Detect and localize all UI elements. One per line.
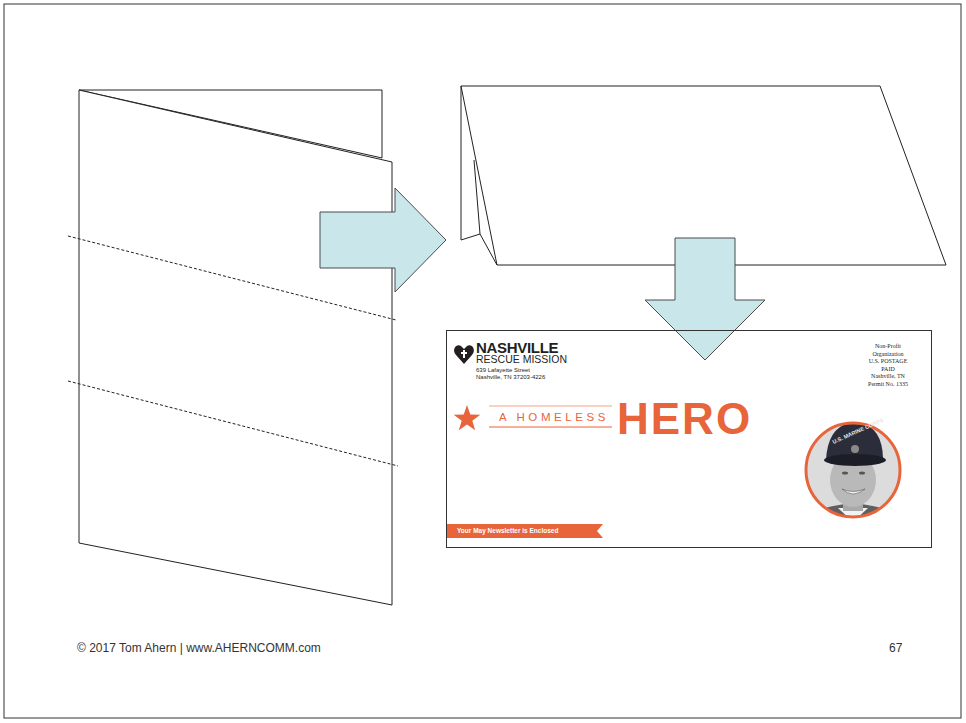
- postage-indicia: Nashville, TN: [845, 373, 931, 379]
- postage-indicia: PAID: [845, 366, 931, 372]
- fold-line: [68, 381, 398, 466]
- copyright-footer: © 2017 Tom Ahern | www.AHERNCOMM.com: [77, 642, 321, 654]
- return-address: 639 Lafayette Street: [476, 367, 530, 373]
- return-address: Nashville, TN 37203-4226: [476, 374, 545, 380]
- logo-heart: [454, 345, 474, 364]
- star-icon: [454, 405, 481, 430]
- block-arrow: [645, 238, 765, 360]
- slide-border: [4, 4, 961, 718]
- rule-line: [489, 406, 612, 407]
- postage-indicia: Non-Profit: [845, 343, 931, 349]
- page-number: 67: [889, 642, 902, 654]
- newsletter-ribbon: Your May Newsletter is Enclosed: [447, 524, 603, 538]
- postage-indicia: U.S. POSTAGE: [845, 358, 931, 364]
- org-subname: RESCUE MISSION: [476, 354, 567, 365]
- ribbon-text: Your May Newsletter is Enclosed: [457, 528, 558, 535]
- postage-indicia: Permit No. 1335: [845, 381, 931, 387]
- ribbon-fill: [447, 524, 603, 538]
- veteran-photo: [795, 420, 911, 568]
- flat-sheet: [68, 90, 398, 605]
- rule-line: [489, 427, 612, 428]
- block-arrow: [320, 188, 446, 292]
- fold-edge: [461, 86, 497, 265]
- mailing-envelope: NASHVILLERESCUE MISSION 639 Lafayette Str…: [446, 330, 932, 548]
- headline-prefix: A HOMELESS: [499, 412, 609, 424]
- postage-indicia: Organization: [845, 351, 931, 357]
- photo-ring: [806, 423, 900, 517]
- headline-word: HERO: [617, 397, 752, 441]
- org-name: NASHVILLE: [476, 340, 558, 355]
- front-page: [79, 90, 392, 605]
